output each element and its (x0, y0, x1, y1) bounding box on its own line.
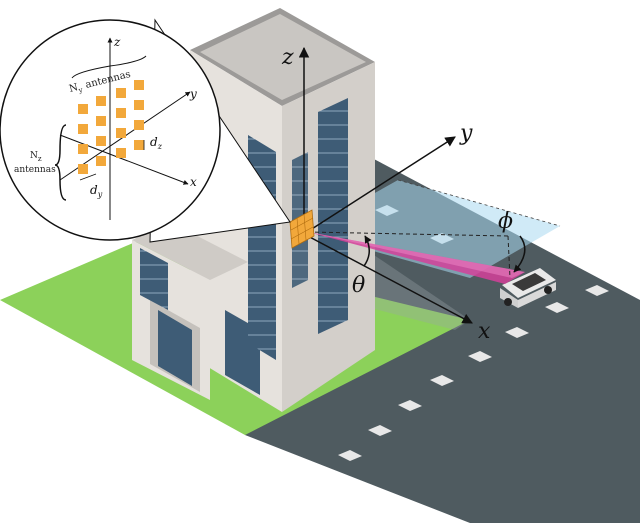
svg-text:antennas: antennas (14, 165, 56, 175)
beam (308, 232, 525, 284)
theta-label: θ (352, 273, 365, 298)
phi-label: ϕ (498, 209, 513, 234)
main-x-axis (303, 233, 473, 324)
inset-y-label: y (189, 87, 197, 101)
antenna-grid (78, 80, 144, 174)
inset-x-axis (59, 134, 189, 185)
main-x-label: x (478, 319, 491, 344)
svg-text:Nz: Nz (30, 151, 42, 163)
main-y-label: y (459, 121, 473, 146)
main-y-axis (303, 136, 456, 235)
inset-x-label: x (190, 175, 197, 189)
dz-label: dz (150, 135, 163, 151)
theta-arc (363, 235, 372, 267)
inset-magnifier (0, 19, 221, 241)
nz-label: Nz antennas (14, 151, 56, 175)
inset-z-label: z (113, 35, 121, 49)
dy-label: dy (90, 183, 103, 199)
car (500, 268, 556, 308)
main-z-label: z (281, 45, 294, 70)
antenna-panel (289, 209, 315, 249)
phi-arc (513, 235, 526, 273)
